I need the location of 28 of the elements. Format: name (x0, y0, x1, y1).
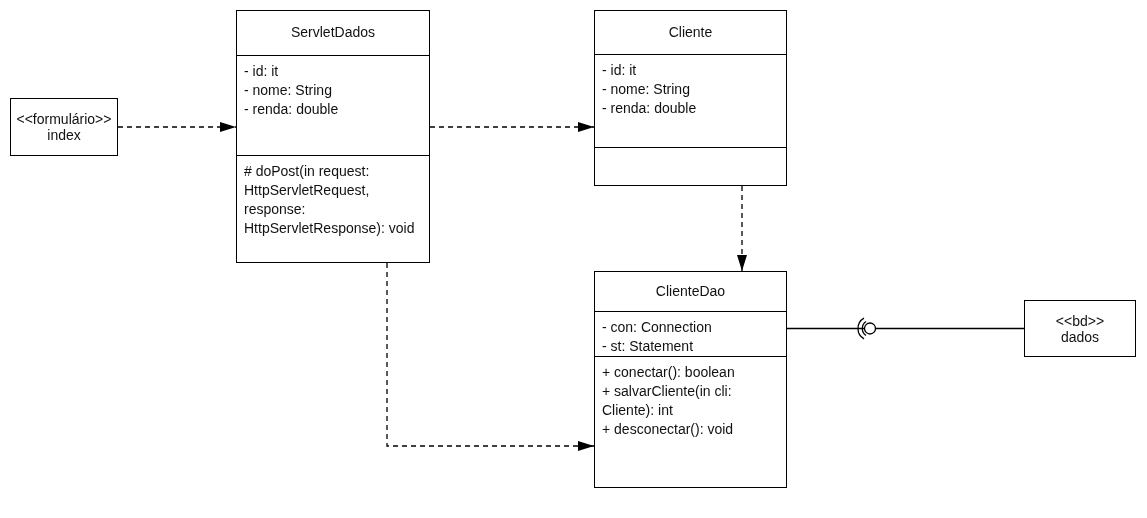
component-name: dados (1060, 328, 1100, 345)
attribute-text: - renda: double (602, 99, 698, 119)
attribute-text: - nome: String (244, 80, 333, 100)
class-box (594, 271, 787, 488)
method-text: + salvarCliente(in cli: Cliente): int (602, 381, 733, 420)
attribute-text: - nome: String (602, 80, 691, 100)
stereotype-label: <<formulário>> (16, 111, 112, 127)
dependency-arrow (737, 185, 747, 272)
attribute-text: - id: it (244, 61, 280, 81)
method-text: + desconectar(): void (602, 419, 735, 439)
component-name: index (47, 127, 81, 143)
dependency-arrow (429, 122, 595, 132)
class-box (594, 10, 787, 186)
component-box (10, 98, 118, 156)
attribute-text: - st: Statement (602, 336, 695, 356)
class-name: ClienteDao (655, 281, 726, 301)
attribute-text: - con: Connection (602, 317, 713, 337)
dependency-arrow (117, 122, 237, 132)
component-box (1024, 300, 1136, 357)
dependency-arrow (386, 262, 595, 451)
stereotype-label: <<bd>> (1055, 312, 1105, 329)
attribute-text: - id: it (602, 61, 638, 81)
class-name: ServletDados (290, 23, 375, 43)
attribute-text: - renda: double (244, 99, 340, 119)
method-text: + conectar(): boolean (602, 362, 736, 382)
class-box (236, 10, 430, 263)
class-name: Cliente (668, 23, 713, 43)
method-text: # doPost(in request: HttpServletRequest, response: HttpServletResponse): void (244, 161, 416, 238)
